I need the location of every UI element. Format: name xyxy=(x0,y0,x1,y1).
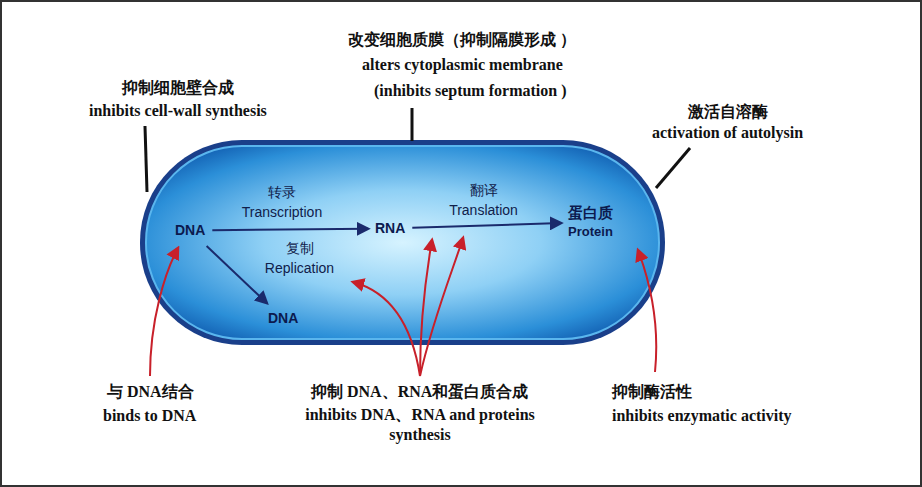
callout-label: binds to DNA xyxy=(103,406,196,426)
callout-label: 改变细胞质膜（抑制隔膜形成 ） xyxy=(348,30,576,50)
red-arrow xyxy=(638,250,656,372)
process-arrow xyxy=(207,246,267,303)
molecule-node: RNA xyxy=(372,217,408,240)
process-arrow xyxy=(212,229,368,231)
callout-label: 抑制酶活性 xyxy=(612,382,692,402)
callout-label: inhibits cell-wall synthesis xyxy=(89,101,267,121)
callout-label: activation of autolysin xyxy=(652,123,803,143)
callout-label: 抑制 DNA、RNA和蛋白质合成 xyxy=(311,382,528,402)
edge-label: 翻译 Translation xyxy=(436,180,531,220)
callout-label: 激活自溶酶 xyxy=(688,102,768,122)
cytoplasm xyxy=(146,146,659,339)
callout-label: inhibits enzymatic activity xyxy=(612,406,792,426)
callout-label: 与 DNA结合 xyxy=(107,382,194,402)
edge-label: 转录 Transcription xyxy=(232,182,332,222)
node-text: 蛋白质 xyxy=(568,203,613,222)
node-text: RNA xyxy=(375,219,405,238)
red-arrow xyxy=(150,248,178,376)
cell-wall xyxy=(140,140,665,345)
callout-label: 抑制细胞壁合成 xyxy=(122,78,234,98)
edge-label: 复制 Replication xyxy=(252,238,347,278)
callout-label: alters cytoplasmic membrane xyxy=(362,55,563,75)
node-text: DNA xyxy=(268,309,298,328)
node-text: DNA xyxy=(175,221,205,240)
red-arrow xyxy=(420,238,463,376)
leader-line xyxy=(411,108,414,141)
callout-label: (inhibits septum formation ) xyxy=(374,81,566,101)
molecule-node: DNA xyxy=(265,307,301,330)
node-text: Protein xyxy=(568,222,613,241)
molecule-node: 蛋白质Protein xyxy=(565,201,616,243)
red-arrow xyxy=(353,282,420,376)
callout-label: inhibits DNA、RNA and proteins synthesis xyxy=(275,405,565,445)
leader-line xyxy=(656,148,690,188)
process-arrow xyxy=(412,223,561,228)
molecule-node: DNA xyxy=(172,219,208,242)
leader-line xyxy=(145,126,147,192)
